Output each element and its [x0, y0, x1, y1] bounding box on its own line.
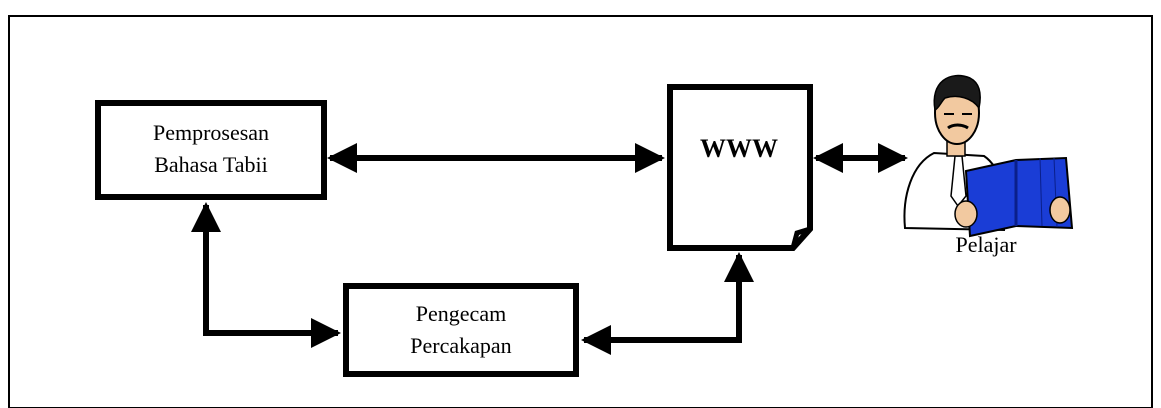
speech-node: Pengecam Percakapan: [343, 283, 579, 377]
learner-right-hand: [1049, 196, 1071, 224]
learner-label: Pelajar: [955, 232, 1017, 257]
www-node: WWW: [667, 84, 813, 251]
www-label: WWW: [700, 134, 778, 163]
nlp-label-line2: Bahasa Tabii: [154, 152, 268, 177]
learner-mustache: [947, 123, 969, 130]
www-document-shape: [667, 84, 813, 251]
nlp-box: [95, 100, 327, 200]
learner-left-hand: [954, 200, 978, 228]
nlp-node: Pemprosesan Bahasa Tabii: [95, 100, 327, 200]
speech-label-line1: Pengecam: [416, 301, 506, 326]
arrow-speech-www: [581, 252, 754, 355]
nlp-label-line1: Pemprosesan: [153, 120, 269, 145]
learner-clipart: Pelajar: [903, 74, 1074, 257]
learner-hair: [933, 74, 981, 112]
outer-frame: [8, 15, 1153, 408]
speech-box: [343, 283, 579, 377]
www-document-fold: [790, 226, 811, 249]
arrow-nlp-speech: [191, 202, 341, 348]
speech-label-line2: Percakapan: [410, 333, 511, 358]
